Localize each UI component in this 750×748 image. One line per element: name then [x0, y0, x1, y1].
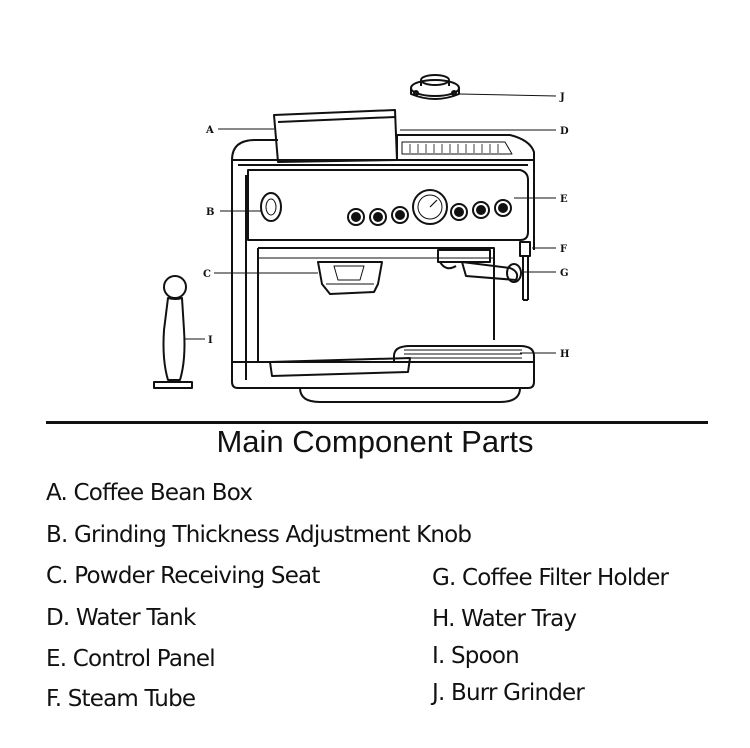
powder-seat-drawing	[317, 261, 383, 295]
callout-b: B	[206, 207, 214, 218]
burr-grinder-drawing	[410, 74, 460, 100]
callout-f: F	[560, 244, 567, 255]
part-i: I. Spoon	[432, 643, 520, 669]
part-d: D. Water Tank	[46, 605, 196, 631]
water-tray-drawing	[269, 345, 535, 377]
callout-h: H	[560, 349, 569, 360]
part-b: B. Grinding Thickness Adjustment Knob	[46, 522, 472, 548]
callout-e: E	[560, 194, 568, 205]
callout-d: D	[560, 126, 569, 137]
part-f: F. Steam Tube	[46, 686, 196, 712]
part-g: G. Coffee Filter Holder	[432, 565, 669, 591]
callout-c: C	[203, 269, 211, 280]
part-c: C. Powder Receiving Seat	[46, 563, 320, 589]
filter-holder-drawing	[437, 249, 522, 283]
callout-g: G	[560, 268, 569, 279]
part-j: J. Burr Grinder	[432, 680, 585, 706]
section-title: Main Component Parts	[216, 424, 534, 459]
control-panel-drawing	[347, 189, 512, 226]
divider	[46, 421, 708, 424]
spoon-drawing	[153, 275, 193, 389]
part-h: H. Water Tray	[432, 606, 577, 632]
machine-body-drawing	[231, 139, 535, 403]
bean-box-drawing	[273, 109, 398, 163]
water-tank-drawing	[396, 134, 535, 161]
grind-knob-drawing	[260, 192, 282, 222]
espresso-machine-diagram: A B C D E F G H I J	[153, 74, 569, 403]
callout-i: I	[208, 335, 213, 346]
callout-j: J	[559, 92, 565, 103]
part-a: A. Coffee Bean Box	[46, 480, 253, 506]
part-e: E. Control Panel	[46, 646, 216, 672]
steam-tube-drawing	[519, 241, 531, 301]
callout-a: A	[205, 125, 214, 136]
